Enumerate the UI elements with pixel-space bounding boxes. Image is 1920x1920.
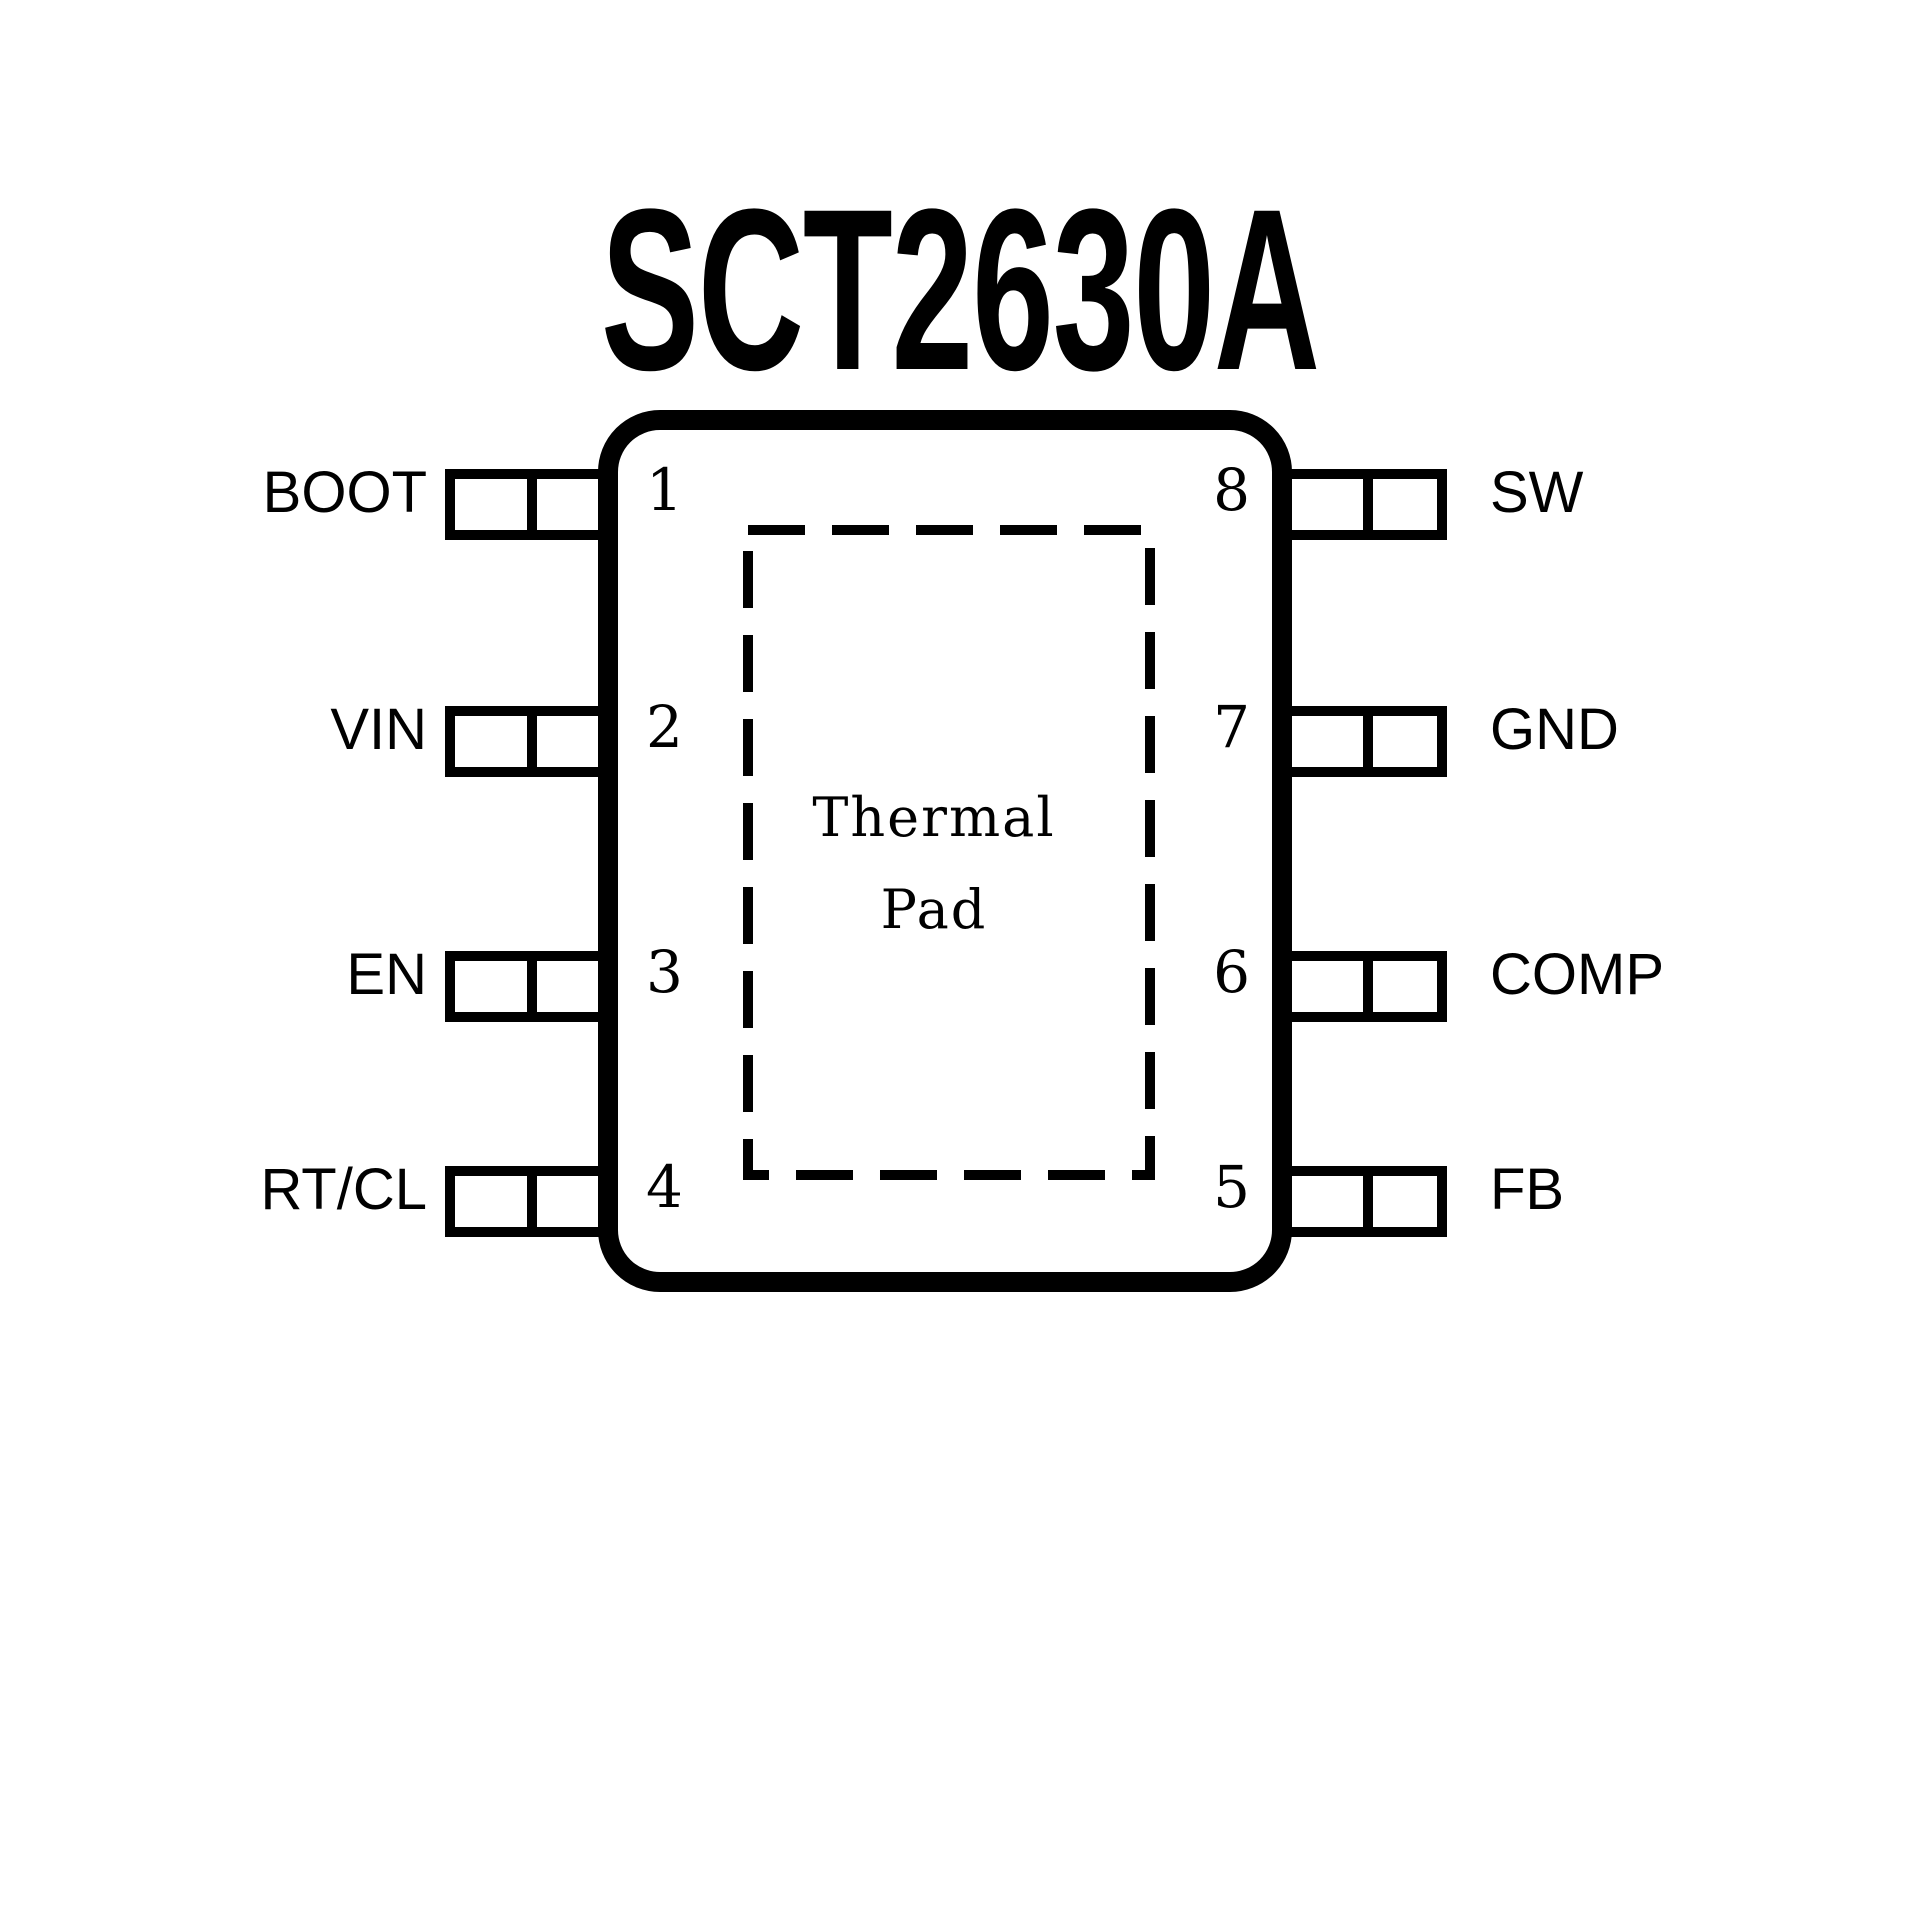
pin-pad-divider bbox=[1363, 716, 1373, 767]
pin-number-2: 2 bbox=[646, 693, 683, 761]
pin-pad-divider bbox=[1363, 479, 1373, 530]
pin-pad-divider bbox=[527, 961, 537, 1012]
pin-pad-divider bbox=[527, 1176, 537, 1227]
pin-label-gnd: GND bbox=[1490, 697, 1619, 762]
pin-pad-rtcl bbox=[445, 1166, 615, 1237]
pin-pad-divider bbox=[527, 716, 537, 767]
thermal-pad-label-line2: Pad bbox=[880, 878, 988, 941]
pin-pad-divider bbox=[1363, 1176, 1373, 1227]
pin-label-comp: COMP bbox=[1490, 942, 1664, 1007]
pin-number-5: 5 bbox=[1213, 1153, 1250, 1221]
pin-number-6: 6 bbox=[1213, 938, 1250, 1006]
pin-pad-divider bbox=[1363, 961, 1373, 1012]
pin-label-en: EN bbox=[346, 942, 427, 1007]
title-row: SCT2630A bbox=[0, 175, 1920, 405]
thermal-pad-label: Thermal Pad bbox=[748, 772, 1120, 956]
pin-number-1: 1 bbox=[646, 456, 683, 524]
pin-number-8: 8 bbox=[1213, 456, 1250, 524]
thermal-pad-outline bbox=[743, 525, 1155, 1180]
pin-label-boot: BOOT bbox=[262, 460, 427, 525]
pin-pad-gnd bbox=[1275, 706, 1447, 777]
part-number-title: SCT2630A bbox=[601, 161, 1320, 418]
pin-pad-fb bbox=[1275, 1166, 1447, 1237]
pin-pad-vin bbox=[445, 706, 615, 777]
pin-label-rtcl: RT/CL bbox=[260, 1157, 427, 1222]
pin-number-4: 4 bbox=[646, 1153, 683, 1221]
pin-pad-boot bbox=[445, 469, 615, 540]
pin-label-sw: SW bbox=[1490, 460, 1584, 525]
pin-pad-divider bbox=[527, 479, 537, 530]
pin-number-3: 3 bbox=[646, 938, 683, 1006]
thermal-pad-label-line1: Thermal bbox=[812, 786, 1056, 849]
pin-pad-comp bbox=[1275, 951, 1447, 1022]
pin-label-vin: VIN bbox=[330, 697, 427, 762]
pin-number-7: 7 bbox=[1213, 693, 1250, 761]
pin-label-fb: FB bbox=[1490, 1157, 1565, 1222]
pin-pad-sw bbox=[1275, 469, 1447, 540]
chip-body bbox=[598, 410, 1292, 1292]
pin-pad-en bbox=[445, 951, 615, 1022]
